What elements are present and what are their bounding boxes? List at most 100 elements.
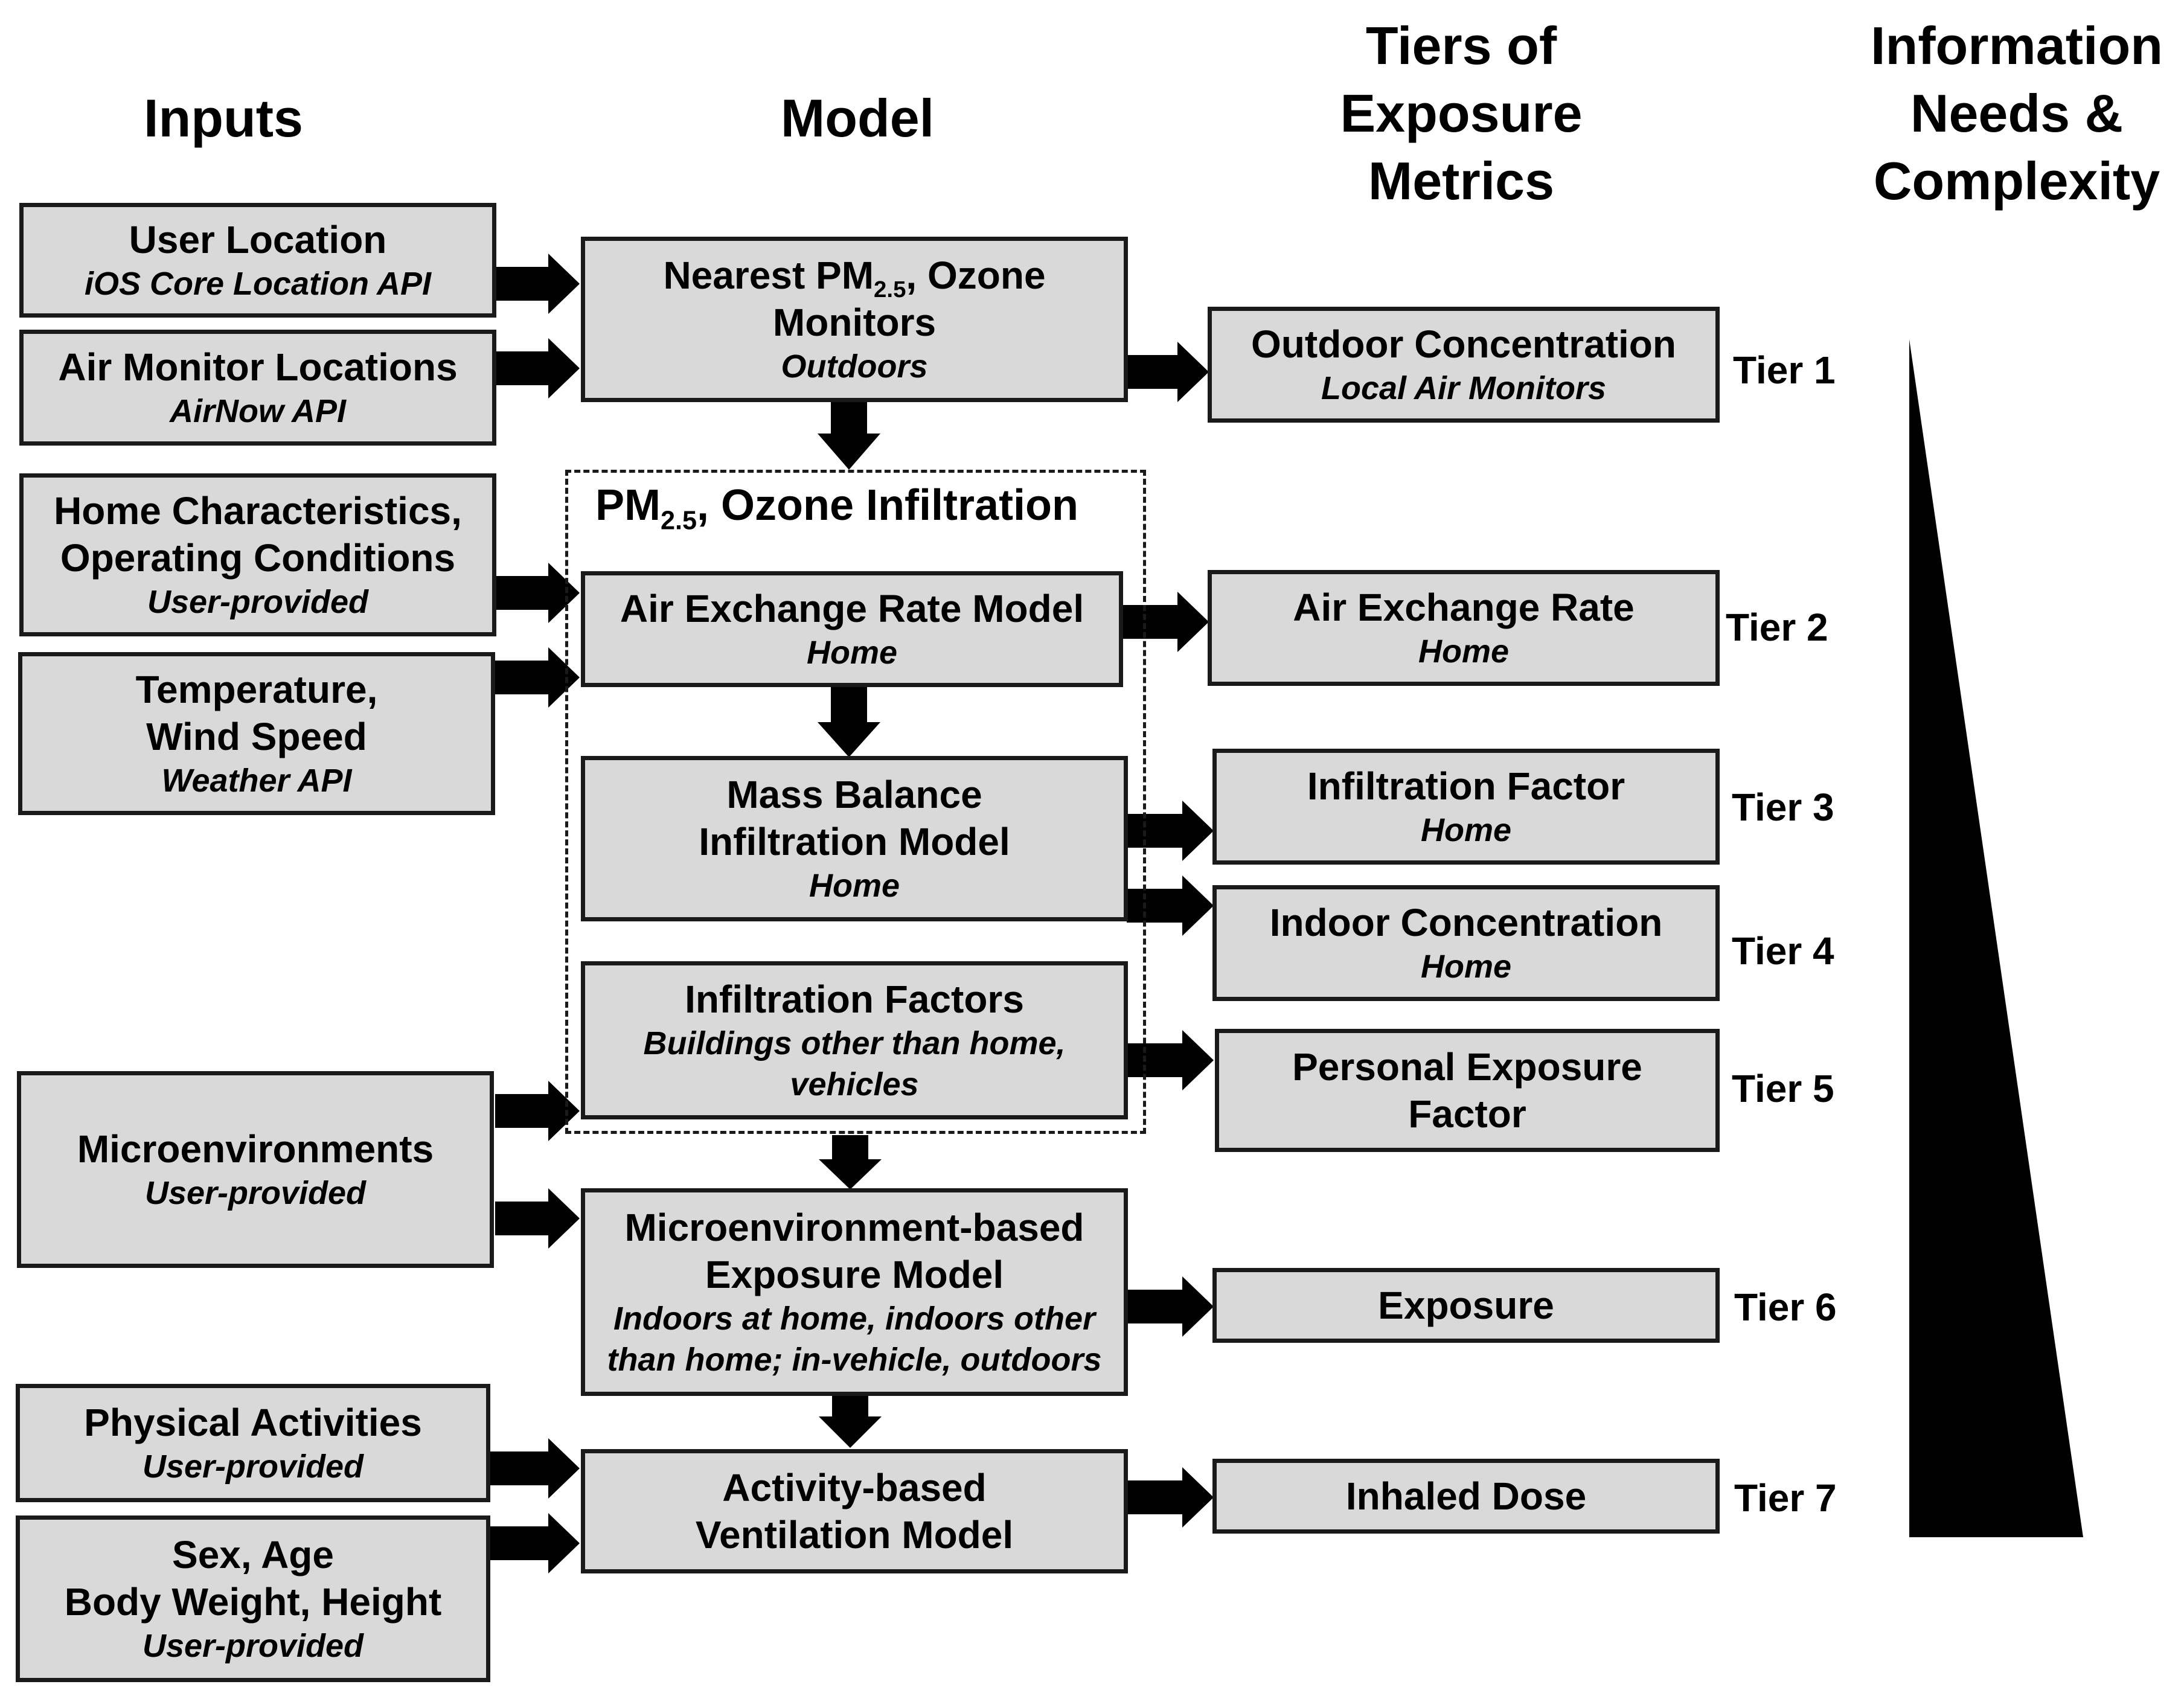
model-microenvironment-exposure: Microenvironment-based Exposure Model In… [581, 1188, 1128, 1396]
input-microenvironments: Microenvironments User-provided [17, 1071, 494, 1268]
metric-indoor-title: Indoor Concentration [1269, 901, 1663, 944]
arrow-user-location [495, 254, 580, 314]
input-air-monitor-sub: AirNow API [169, 393, 347, 429]
input-sex-title-2: Body Weight, Height [64, 1580, 442, 1624]
model-infiltration-factors: Infiltration Factors Buildings other tha… [581, 961, 1128, 1119]
metric-inf-factor-sub: Home [1420, 812, 1512, 848]
model-aer-sub: Home [806, 635, 898, 671]
arrow-to-dose [1127, 1467, 1214, 1528]
model-inf-factors-title: Infiltration Factors [685, 978, 1024, 1021]
complexity-triangle-icon [1909, 339, 2083, 1537]
metric-outdoor-concentration: Outdoor Concentration Local Air Monitors [1208, 307, 1720, 423]
infiltration-group-title: PM2.5, Ozone Infiltration [595, 481, 1079, 536]
metric-infiltration-factor: Infiltration Factor Home [1212, 749, 1720, 865]
tiers-header-line-1: Tiers of [1365, 16, 1557, 75]
info-header-line-1: Information [1871, 16, 2163, 75]
arrow-to-inf-factor [1127, 801, 1214, 861]
input-sex-sub: User-provided [142, 1628, 364, 1664]
tier-2-label: Tier 2 [1726, 606, 1828, 649]
arrow-down-1 [818, 401, 880, 470]
metric-indoor-concentration: Indoor Concentration Home [1212, 885, 1720, 1001]
arrow-phys [489, 1438, 580, 1499]
arrow-to-aer [1121, 592, 1209, 652]
metric-air-exchange-rate: Air Exchange Rate Home [1208, 570, 1720, 686]
input-phys-title: Physical Activities [84, 1401, 422, 1444]
metric-outdoor-title: Outdoor Concentration [1251, 322, 1676, 366]
tier-5-label: Tier 5 [1732, 1067, 1834, 1110]
input-temp-title-1: Temperature, [135, 668, 378, 711]
input-user-location: User Location iOS Core Location API [19, 203, 496, 318]
arrow-micro-1 [495, 1081, 580, 1141]
metric-indoor-sub: Home [1420, 949, 1512, 985]
model-inf-factors-sub-1: Buildings other than home, [643, 1025, 1066, 1061]
input-micro-sub: User-provided [144, 1175, 367, 1211]
model-activity-title-1: Activity-based [722, 1466, 987, 1509]
arrow-temp [495, 647, 580, 708]
input-micro-title: Microenvironments [77, 1127, 434, 1171]
metric-personal-title-1: Personal Exposure [1292, 1045, 1642, 1089]
model-micro-sub-2: than home; in-vehicle, outdoors [607, 1342, 1102, 1378]
model-activity-title-2: Ventilation Model [695, 1513, 1014, 1557]
input-home-characteristics: Home Characteristics, Operating Conditio… [19, 473, 496, 636]
input-sex-age: Sex, Age Body Weight, Height User-provid… [16, 1515, 490, 1682]
metric-aer-sub: Home [1418, 633, 1510, 670]
input-air-monitor-title: Air Monitor Locations [58, 345, 458, 389]
model-aer-title: Air Exchange Rate Model [620, 587, 1084, 630]
model-nearest-title-2: Monitors [772, 301, 937, 344]
input-temp-sub: Weather API [161, 763, 352, 799]
metric-inf-factor-title: Infiltration Factor [1307, 764, 1625, 808]
model-mass-balance: Mass Balance Infiltration Model Home [581, 756, 1128, 921]
arrow-air-monitor [495, 338, 580, 398]
input-home-char-sub: User-provided [147, 584, 369, 620]
model-micro-title-1: Microenvironment-based [624, 1206, 1084, 1249]
tier-7-label: Tier 7 [1734, 1476, 1837, 1520]
input-user-location-sub: iOS Core Location API [84, 266, 432, 302]
arrow-micro-2 [495, 1188, 580, 1249]
input-home-char-title-2: Operating Conditions [60, 536, 456, 580]
model-inf-factors-sub-2: vehicles [790, 1066, 919, 1103]
model-air-exchange-rate: Air Exchange Rate Model Home [581, 571, 1123, 687]
arrow-to-indoor [1127, 875, 1214, 936]
arrow-down-2 [818, 686, 880, 757]
metric-exposure: Exposure [1212, 1268, 1720, 1343]
metric-inhaled-dose: Inhaled Dose [1212, 1459, 1720, 1534]
info-header-line-3: Complexity [1873, 151, 2160, 211]
arrow-to-personal [1127, 1030, 1214, 1090]
model-micro-sub-1: Indoors at home, indoors other [613, 1301, 1096, 1337]
infiltration-group [565, 470, 1146, 1134]
arrow-to-outdoor [1127, 342, 1209, 402]
arrow-to-exposure [1127, 1276, 1214, 1337]
model-mass-title-2: Infiltration Model [699, 820, 1010, 863]
model-micro-title-2: Exposure Model [705, 1253, 1004, 1296]
metric-aer-title: Air Exchange Rate [1293, 586, 1635, 629]
tiers-header: Tiers of Exposure Metrics [1310, 12, 1612, 215]
model-nearest-title: Nearest PM2.5, Ozone [663, 254, 1046, 302]
tier-4-label: Tier 4 [1732, 929, 1834, 973]
model-nearest-sub: Outdoors [781, 348, 928, 385]
metric-exposure-title: Exposure [1378, 1284, 1554, 1327]
input-home-char-title-1: Home Characteristics, [54, 489, 462, 533]
tier-6-label: Tier 6 [1734, 1285, 1837, 1329]
model-mass-sub: Home [809, 868, 900, 904]
tier-1-label: Tier 1 [1733, 348, 1836, 392]
metric-personal-exposure: Personal Exposure Factor [1215, 1029, 1720, 1152]
tiers-header-line-3: Metrics [1368, 151, 1555, 211]
info-header-line-2: Needs & [1910, 83, 2124, 143]
input-sex-title-1: Sex, Age [172, 1533, 334, 1576]
arrow-home-char [495, 563, 580, 623]
model-mass-title-1: Mass Balance [726, 773, 982, 816]
model-header: Model [780, 88, 935, 148]
input-air-monitor: Air Monitor Locations AirNow API [19, 330, 496, 446]
input-physical-activities: Physical Activities User-provided [16, 1384, 490, 1502]
tiers-header-line-2: Exposure [1340, 83, 1583, 143]
arrow-down-4 [819, 1396, 882, 1448]
metric-outdoor-sub: Local Air Monitors [1321, 370, 1607, 406]
model-activity-ventilation: Activity-based Ventilation Model [581, 1449, 1128, 1573]
input-temp-title-2: Wind Speed [146, 715, 367, 758]
arrow-sex [489, 1513, 580, 1573]
metric-dose-title: Inhaled Dose [1345, 1474, 1587, 1518]
arrow-down-3 [819, 1135, 882, 1189]
input-temperature: Temperature, Wind Speed Weather API [18, 652, 495, 815]
inputs-header: Inputs [144, 88, 303, 148]
